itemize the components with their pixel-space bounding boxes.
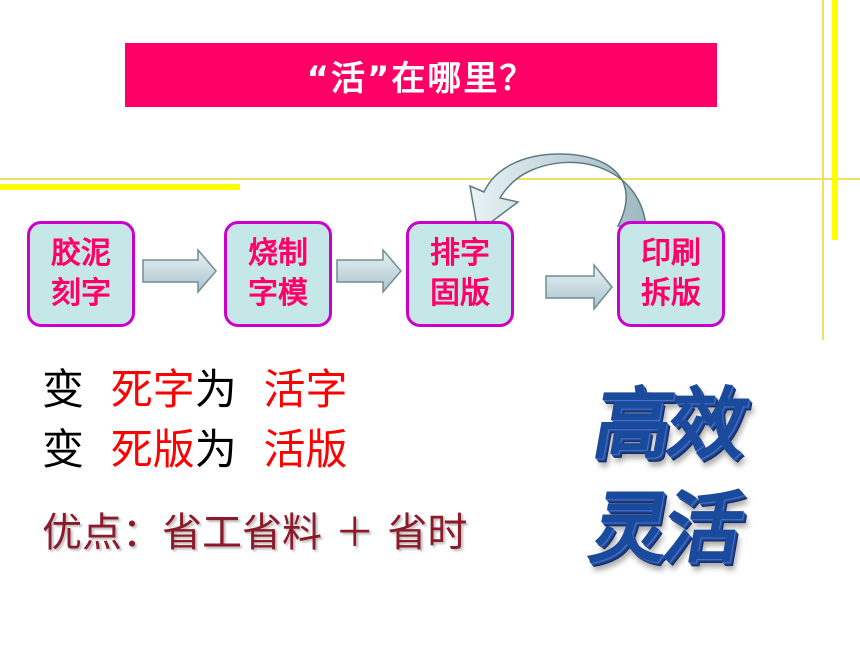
yellow-decor-line-right-thin	[822, 0, 824, 340]
change-result: 活版	[263, 425, 348, 474]
step-box-fire-molds: 烧制 字模	[224, 221, 332, 327]
step-label-line1: 烧制	[248, 236, 308, 271]
step-label-line2: 字模	[248, 276, 308, 311]
change-from: 死字	[110, 365, 195, 414]
change-line-1: 变 死字为 活字	[42, 365, 347, 415]
yellow-decor-line-horizontal	[0, 178, 860, 180]
step-label-line2: 拆版	[641, 276, 701, 311]
step-box-print-disassemble: 印刷 拆版	[617, 221, 725, 327]
step-box-clay-carving: 胶泥 刻字	[27, 221, 135, 327]
yellow-decor-line-top-left	[0, 184, 240, 190]
wordart-efficient: 高效	[586, 379, 751, 470]
advantages-text: 优点：省工省料 ＋ 省时	[42, 510, 468, 556]
step-box-typeset: 排字 固版	[406, 221, 514, 327]
step-label-line1: 印刷	[641, 236, 701, 271]
step-label-line1: 排字	[430, 236, 490, 271]
change-connector: 为	[194, 425, 237, 474]
arrow-right-icon-2	[336, 247, 402, 295]
change-from: 死版	[110, 425, 195, 474]
step-label-line2: 固版	[430, 276, 490, 311]
change-verb: 变	[42, 365, 85, 414]
change-result: 活字	[263, 365, 348, 414]
arrow-right-icon-3	[545, 262, 613, 312]
page-title: “活”在哪里？	[306, 58, 536, 99]
process-arrows	[142, 153, 647, 312]
arrow-right-icon-1	[142, 247, 217, 295]
curved-return-arrow-icon	[469, 153, 647, 234]
yellow-decor-line-right-vertical	[832, 0, 838, 240]
step-label-line2: 刻字	[51, 276, 111, 311]
change-connector: 为	[194, 365, 237, 414]
wordart-flexible: 灵活	[582, 483, 747, 574]
change-line-2: 变 死版为 活版	[42, 425, 347, 475]
step-label-line1: 胶泥	[51, 236, 111, 271]
title-banner: “活”在哪里？	[125, 43, 717, 107]
change-verb: 变	[42, 425, 85, 474]
